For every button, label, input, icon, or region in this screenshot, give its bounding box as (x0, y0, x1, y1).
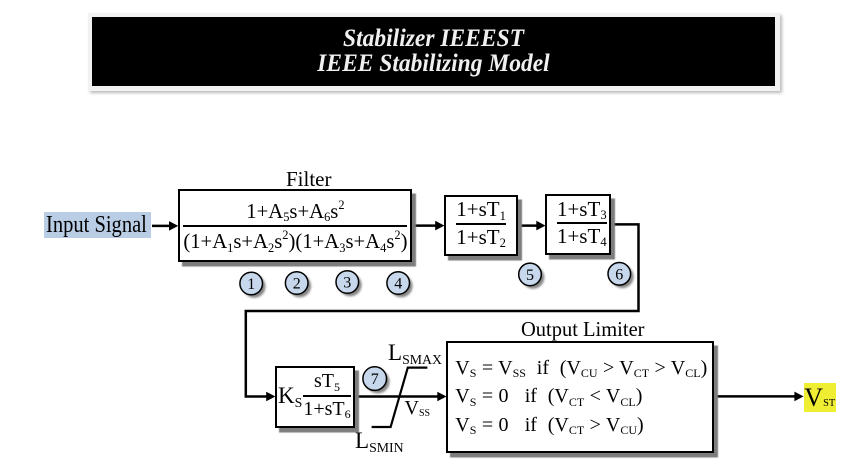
svg-text:2: 2 (293, 276, 301, 293)
svg-text:4: 4 (394, 276, 402, 293)
svg-text:5: 5 (526, 267, 534, 284)
svg-text:6: 6 (615, 266, 623, 283)
svg-text:3: 3 (343, 275, 351, 292)
svg-text:7: 7 (371, 371, 379, 388)
svg-text:1: 1 (247, 276, 255, 293)
